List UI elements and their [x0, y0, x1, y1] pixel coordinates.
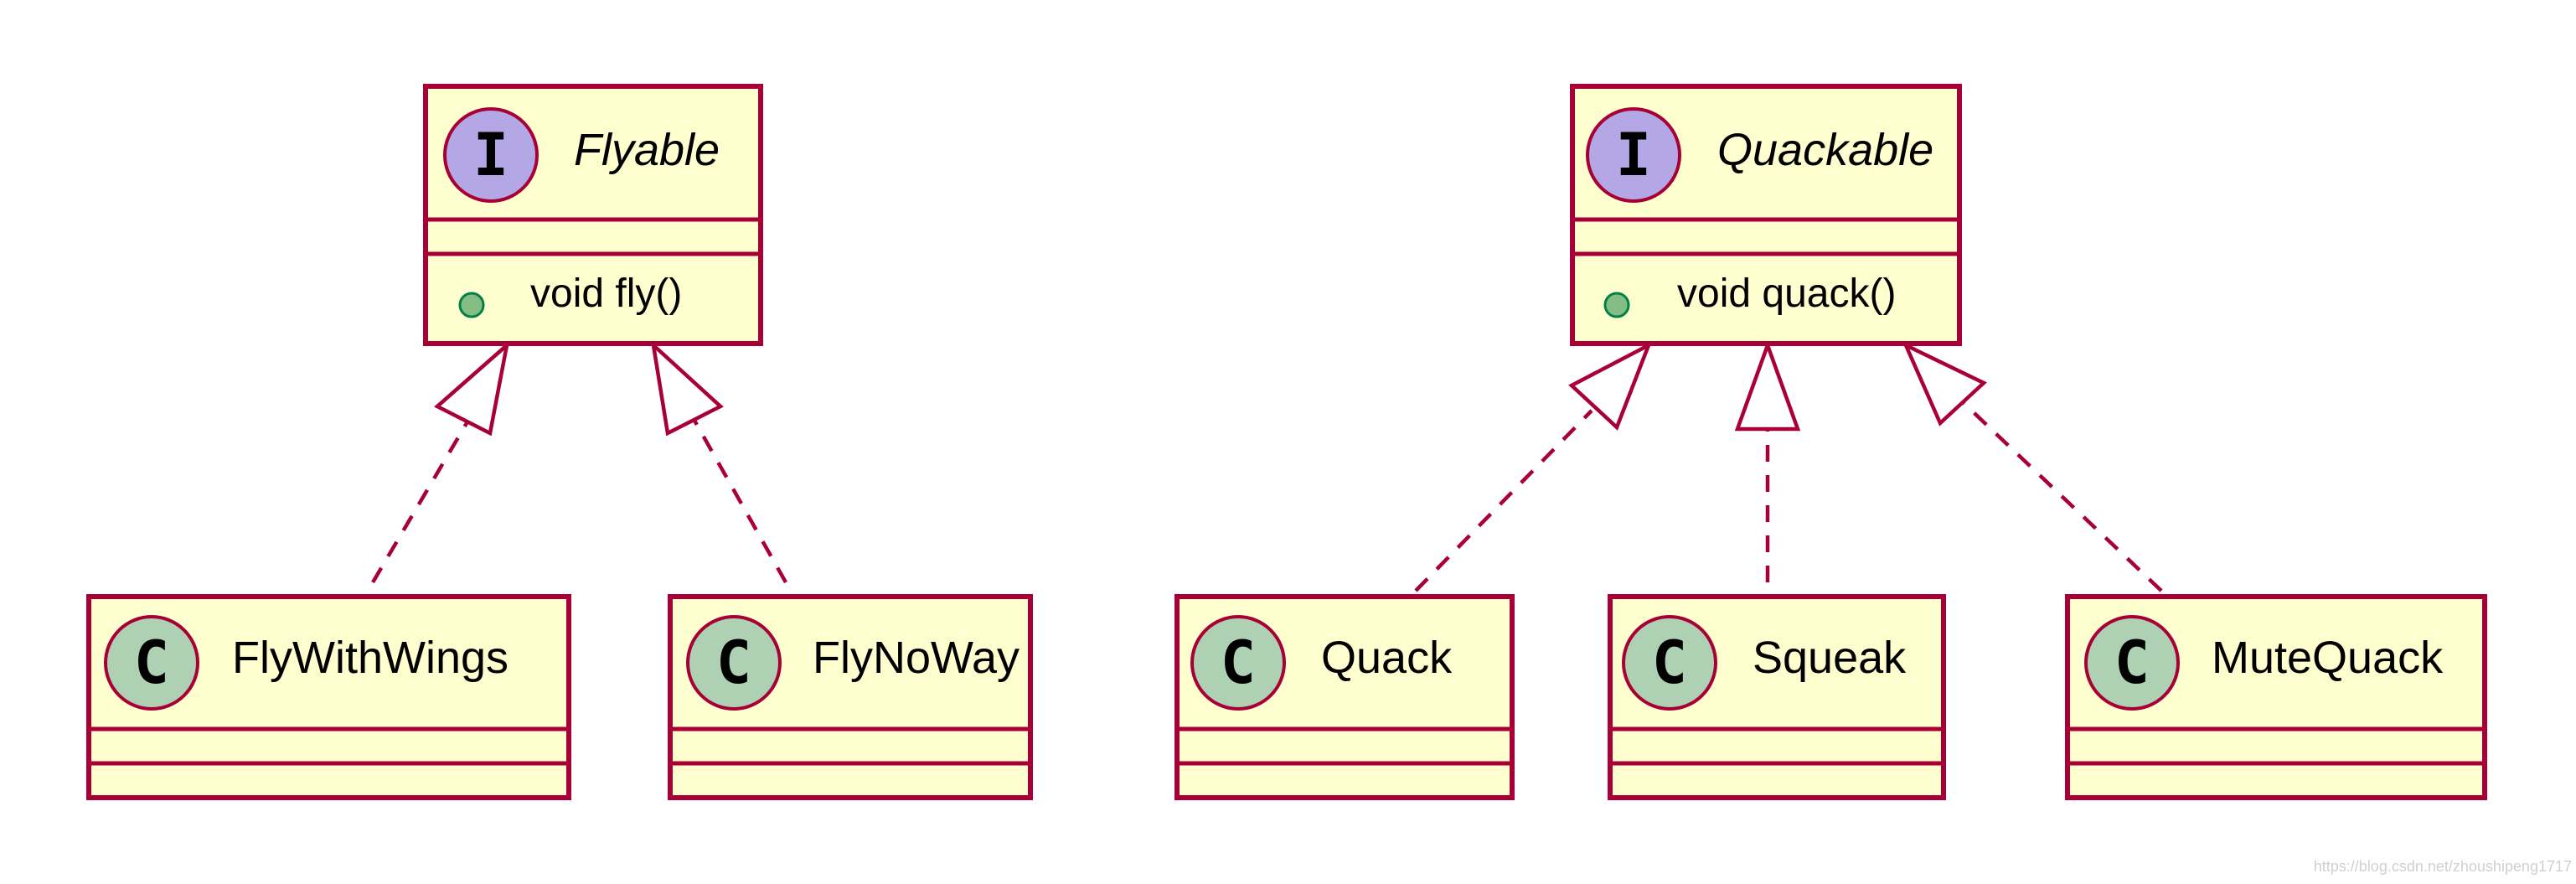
- class-badge-icon: [2084, 615, 2180, 711]
- class-badge-letter: C: [1221, 628, 1256, 697]
- class-badge-letter: C: [2114, 628, 2150, 697]
- realization-arrowheads: [434, 339, 1987, 437]
- class-badge-icon: [686, 615, 782, 711]
- interface-badge-letter: I: [473, 121, 508, 189]
- arrowhead-quack: [1568, 341, 1653, 431]
- public-visibility-icon: [458, 292, 485, 318]
- method-quack: void quack(): [1677, 271, 1896, 316]
- interface-badge-icon: [443, 107, 539, 203]
- edge-mutequack-quackable: [1961, 401, 2163, 592]
- edge-flynoway-flyable: [692, 417, 787, 584]
- interface-quackable[interactable]: I Quackable void quack(): [1570, 84, 1962, 346]
- class-badge-letter: C: [716, 628, 751, 697]
- interface-name-quackable: Quackable: [1717, 125, 1933, 175]
- arrowhead-squeak: [1734, 339, 1801, 432]
- public-visibility-icon: [1603, 292, 1630, 318]
- class-quack[interactable]: C Quack: [1174, 594, 1515, 800]
- class-name-quack: Quack: [1321, 633, 1453, 683]
- edge-quack-quackable: [1414, 409, 1593, 592]
- class-badge-icon: [1622, 615, 1717, 711]
- interface-badge-letter: I: [1616, 121, 1651, 189]
- arrowhead-flynoway: [650, 339, 724, 437]
- interface-flyable[interactable]: I Flyable void fly(): [423, 84, 763, 346]
- arrowhead-flywithwings: [434, 339, 510, 437]
- class-squeak[interactable]: C Squeak: [1608, 594, 1946, 800]
- class-badge-letter: C: [134, 628, 169, 697]
- class-name-flynoway: FlyNoWay: [813, 633, 1020, 683]
- realization-edges: [371, 401, 2163, 592]
- class-mutequack[interactable]: C MuteQuack: [2065, 594, 2487, 800]
- interface-name-flyable: Flyable: [574, 125, 720, 175]
- watermark: https://blog.csdn.net/zhoushipeng1717: [2314, 858, 2572, 875]
- arrowhead-mutequack: [1902, 341, 1987, 426]
- class-flywithwings[interactable]: C FlyWithWings: [86, 594, 571, 800]
- class-badge-icon: [1190, 615, 1286, 711]
- class-name-squeak: Squeak: [1753, 633, 1907, 683]
- method-fly: void fly(): [530, 271, 682, 316]
- interface-badge-icon: [1586, 107, 1681, 203]
- edge-flywithwings-flyable: [371, 417, 471, 584]
- class-name-mutequack: MuteQuack: [2212, 633, 2444, 683]
- class-flynoway[interactable]: C FlyNoWay: [668, 594, 1033, 800]
- class-badge-icon: [104, 615, 199, 711]
- class-name-flywithwings: FlyWithWings: [232, 633, 508, 683]
- class-badge-letter: C: [1652, 628, 1687, 697]
